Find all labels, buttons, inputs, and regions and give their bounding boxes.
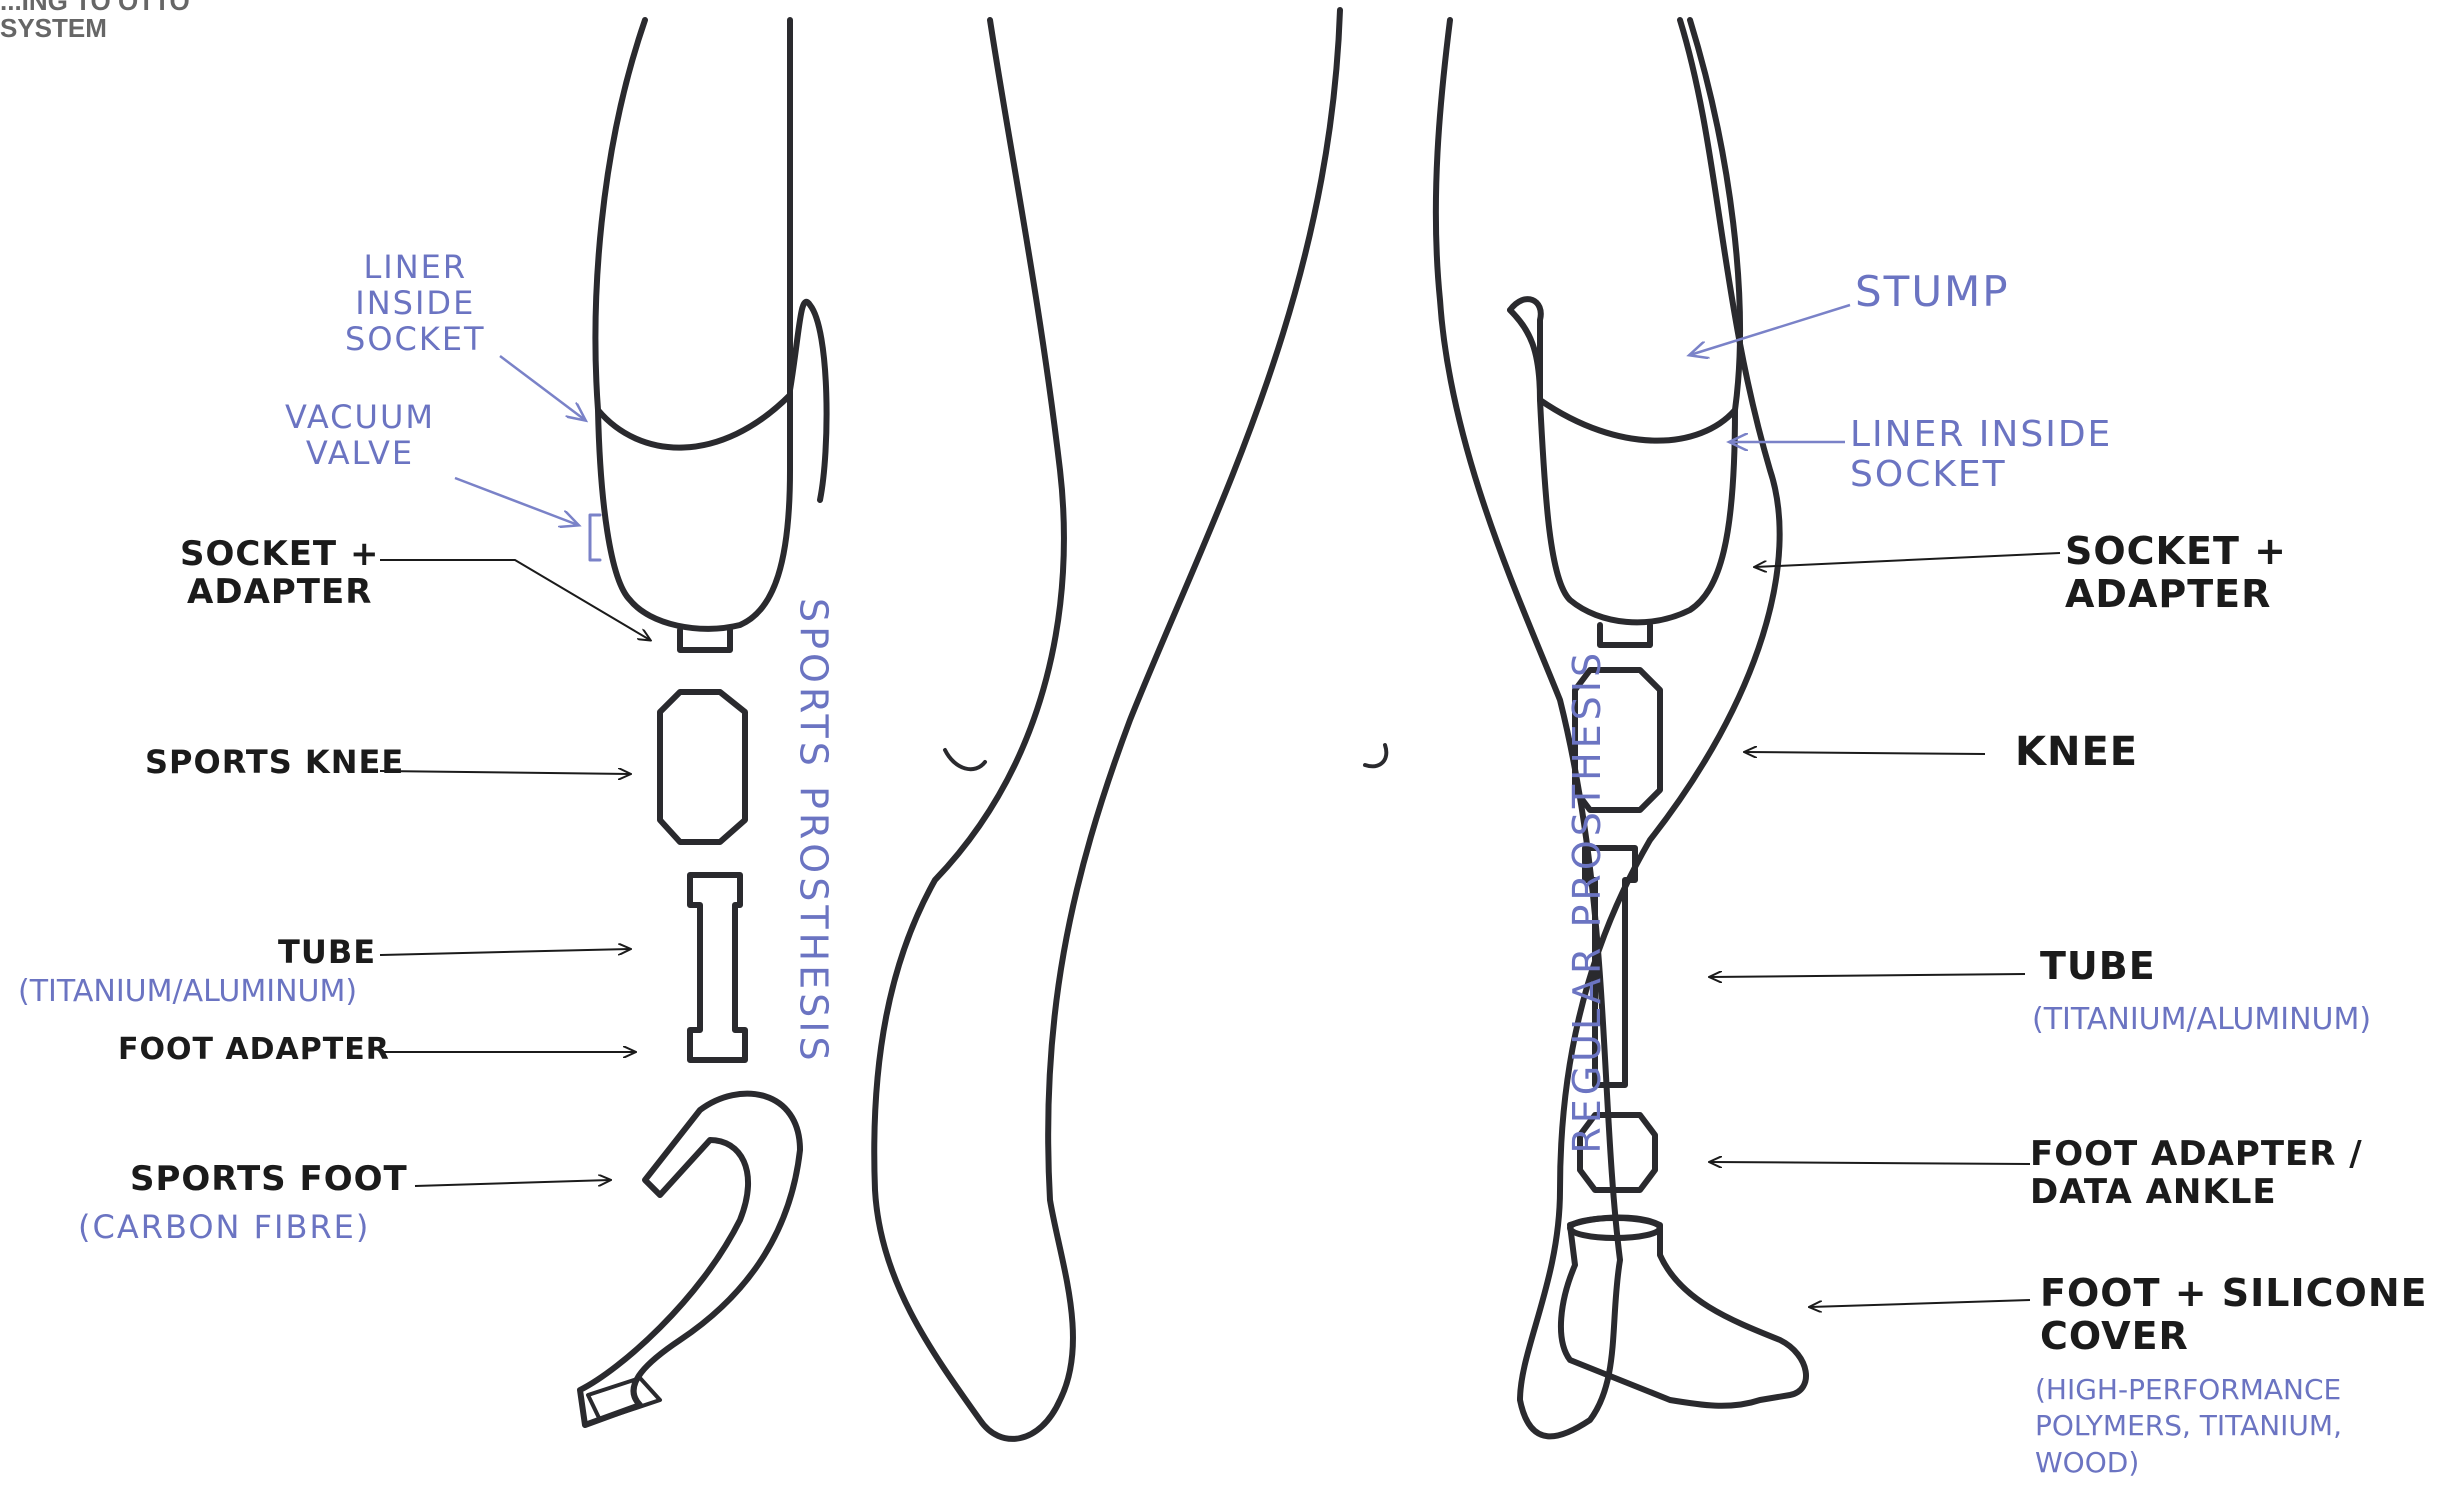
arrow-tube-right <box>1710 974 2025 977</box>
arrow-knee <box>1745 752 1985 754</box>
arrow-foot-adapter-right <box>1710 1162 2030 1164</box>
left-sports-knee <box>660 692 745 842</box>
left-person-knee-mark <box>945 750 985 769</box>
label-liner-inside-socket-sports: LINER INSIDE SOCKET <box>345 250 486 357</box>
arrow-sports-foot <box>415 1180 610 1186</box>
arrow-liner-left <box>500 356 585 420</box>
arrow-tube-left <box>380 949 630 955</box>
label-foot-cover: FOOT + SILICONE COVER <box>2040 1272 2428 1357</box>
label-stump: STUMP <box>1855 268 2010 315</box>
label-sports-knee: SPORTS KNEE <box>145 745 404 781</box>
label-tube-regular: TUBE <box>2040 945 2156 988</box>
right-foot <box>1561 1218 1806 1406</box>
arrow-socket-adapter-left <box>380 560 650 640</box>
label-foot-material: (HIGH-PERFORMANCE POLYMERS, TITANIUM, WO… <box>2035 1372 2342 1481</box>
left-person-inner-leg <box>874 10 1340 1439</box>
right-socket-adapter <box>1600 625 1650 645</box>
label-foot-adapter-sports: FOOT ADAPTER <box>118 1033 390 1067</box>
label-foot-adapter-regular: FOOT ADAPTER / DATA ANKLE <box>2030 1135 2363 1211</box>
arrow-socket-adapter-right <box>1755 553 2060 567</box>
label-tube-material-sports: (TITANIUM/ALUMINUM) <box>18 975 357 1009</box>
label-knee: KNEE <box>2015 730 2138 775</box>
right-person-knee-mark <box>1365 745 1386 766</box>
left-vacuum-valve <box>590 515 600 560</box>
left-socket-adapter <box>680 630 730 650</box>
label-socket-adapter-regular: SOCKET + ADAPTER <box>2065 530 2287 615</box>
label-tube-sports: TUBE <box>278 935 376 971</box>
label-sports-foot-material: (CARBON FIBRE) <box>78 1210 370 1246</box>
label-socket-adapter-sports: SOCKET + ADAPTER <box>180 535 379 611</box>
corner-caption: ...ING TO OTTO SYSTEM <box>0 0 190 43</box>
label-vacuum-valve: VACUUM VALVE <box>285 400 435 472</box>
title-sports-prosthesis: SPORTS PROSTHESIS <box>792 598 835 1065</box>
right-stump <box>1510 20 1740 441</box>
left-tube <box>690 875 745 1060</box>
arrow-sports-knee <box>380 771 630 774</box>
right-stump-inner <box>1510 310 1540 400</box>
arrow-stump <box>1690 305 1850 355</box>
title-regular-prosthesis: REGULAR PROSTHESIS <box>1566 649 1609 1154</box>
left-stump-back <box>790 302 827 500</box>
arrow-foot-cover <box>1810 1300 2030 1307</box>
left-socket <box>598 390 790 629</box>
label-sports-foot: SPORTS FOOT <box>130 1160 408 1198</box>
left-sports-foot-pad <box>588 1378 660 1420</box>
left-stump <box>595 20 790 448</box>
left-sports-foot <box>580 1094 800 1425</box>
arrow-vacuum-valve <box>455 478 578 525</box>
label-tube-material-regular: (TITANIUM/ALUMINUM) <box>2032 1003 2371 1037</box>
label-liner-inside-socket-regular: LINER INSIDE SOCKET <box>1850 415 2112 496</box>
